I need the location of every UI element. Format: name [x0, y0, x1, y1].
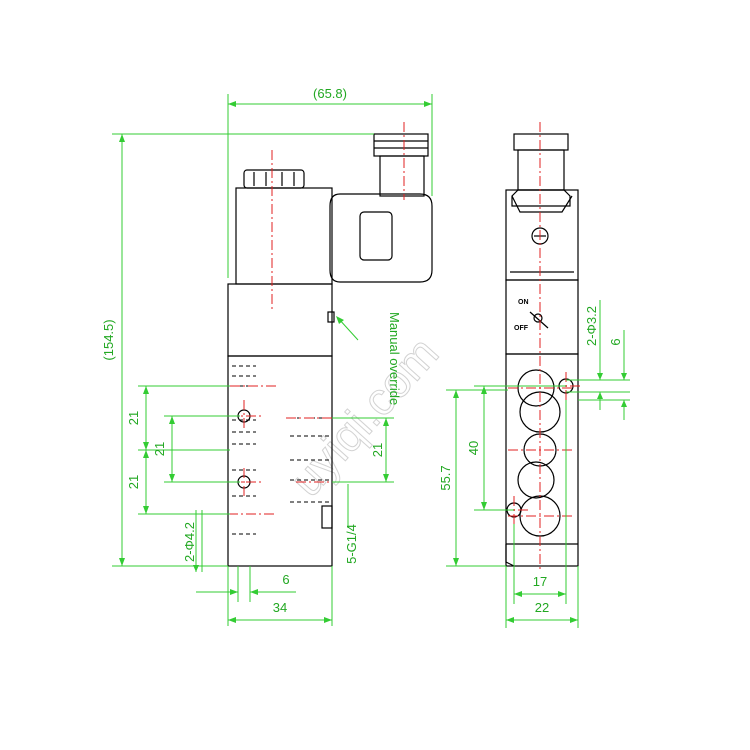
dim-label-22: 22 — [535, 600, 549, 615]
dim-label-6-side: 6 — [608, 338, 623, 345]
pilot-body — [235, 187, 333, 285]
dim-mount-hole-front: 2-Φ4.2 — [182, 510, 203, 572]
dim-40: 40 — [466, 385, 566, 511]
pilot-block — [227, 283, 333, 357]
dim-55-7: 55.7 — [438, 389, 508, 567]
side-view: ON OFF 2 — [438, 122, 630, 628]
dim-left-pitch: 21 21 21 — [126, 385, 240, 515]
plug-cap — [373, 133, 429, 157]
dim-label-pitch-mid: 21 — [152, 442, 167, 456]
dim-label-pitch-left-1: 21 — [126, 411, 141, 425]
manual-override-label: Manual override — [387, 312, 402, 405]
dim-label-mount-hole-side: 2-Φ3.2 — [584, 306, 599, 346]
coil-housing — [329, 193, 433, 283]
dim-port-thread: 5-G1/4 — [344, 484, 359, 564]
body-side-cap — [321, 505, 333, 529]
coil-nut — [243, 169, 305, 189]
off-label: OFF — [514, 325, 529, 332]
dim-overall-width: (65.8) — [227, 86, 433, 278]
dim-side-right: 2-Φ3.2 6 — [566, 300, 630, 420]
front-view: (65.8) (154.5) 21 21 21 — [101, 86, 433, 626]
dim-label-40: 40 — [466, 441, 481, 455]
dim-label-6-front: 6 — [282, 572, 289, 587]
watermark: uyiqi.com — [279, 326, 449, 506]
dim-17: 17 — [513, 400, 567, 604]
dim-label-mount-hole-front: 2-Φ4.2 — [182, 522, 197, 562]
dim-label-overall-height: (154.5) — [101, 319, 116, 360]
dim-label-55-7: 55.7 — [438, 465, 453, 490]
manual-override-button[interactable] — [327, 311, 335, 323]
manual-override-callout: Manual override — [336, 312, 402, 405]
dim-34: 34 — [227, 566, 333, 626]
side-plug-cap — [513, 133, 569, 151]
dim-22: 22 — [505, 566, 579, 628]
side-valve-body — [505, 353, 579, 567]
watermark-text: uyiqi.com — [280, 327, 449, 506]
dim-label-pitch-left-2: 21 — [126, 475, 141, 489]
dim-overall-height: (154.5) — [101, 133, 374, 567]
dim-label-port-thread: 5-G1/4 — [344, 524, 359, 564]
dim-label-overall-width: (65.8) — [313, 86, 347, 101]
side-plug-neck — [517, 149, 565, 191]
dim-label-17: 17 — [533, 574, 547, 589]
on-label: ON — [518, 299, 529, 306]
override-knob[interactable] — [533, 313, 543, 323]
dim-label-pitch-right: 21 — [370, 443, 385, 457]
dim-label-34: 34 — [273, 600, 287, 615]
plug-neck — [379, 155, 425, 197]
dim-6-front: 6 — [196, 566, 296, 602]
dim-right-pitch: 21 — [332, 417, 394, 483]
coil-window — [359, 211, 393, 261]
